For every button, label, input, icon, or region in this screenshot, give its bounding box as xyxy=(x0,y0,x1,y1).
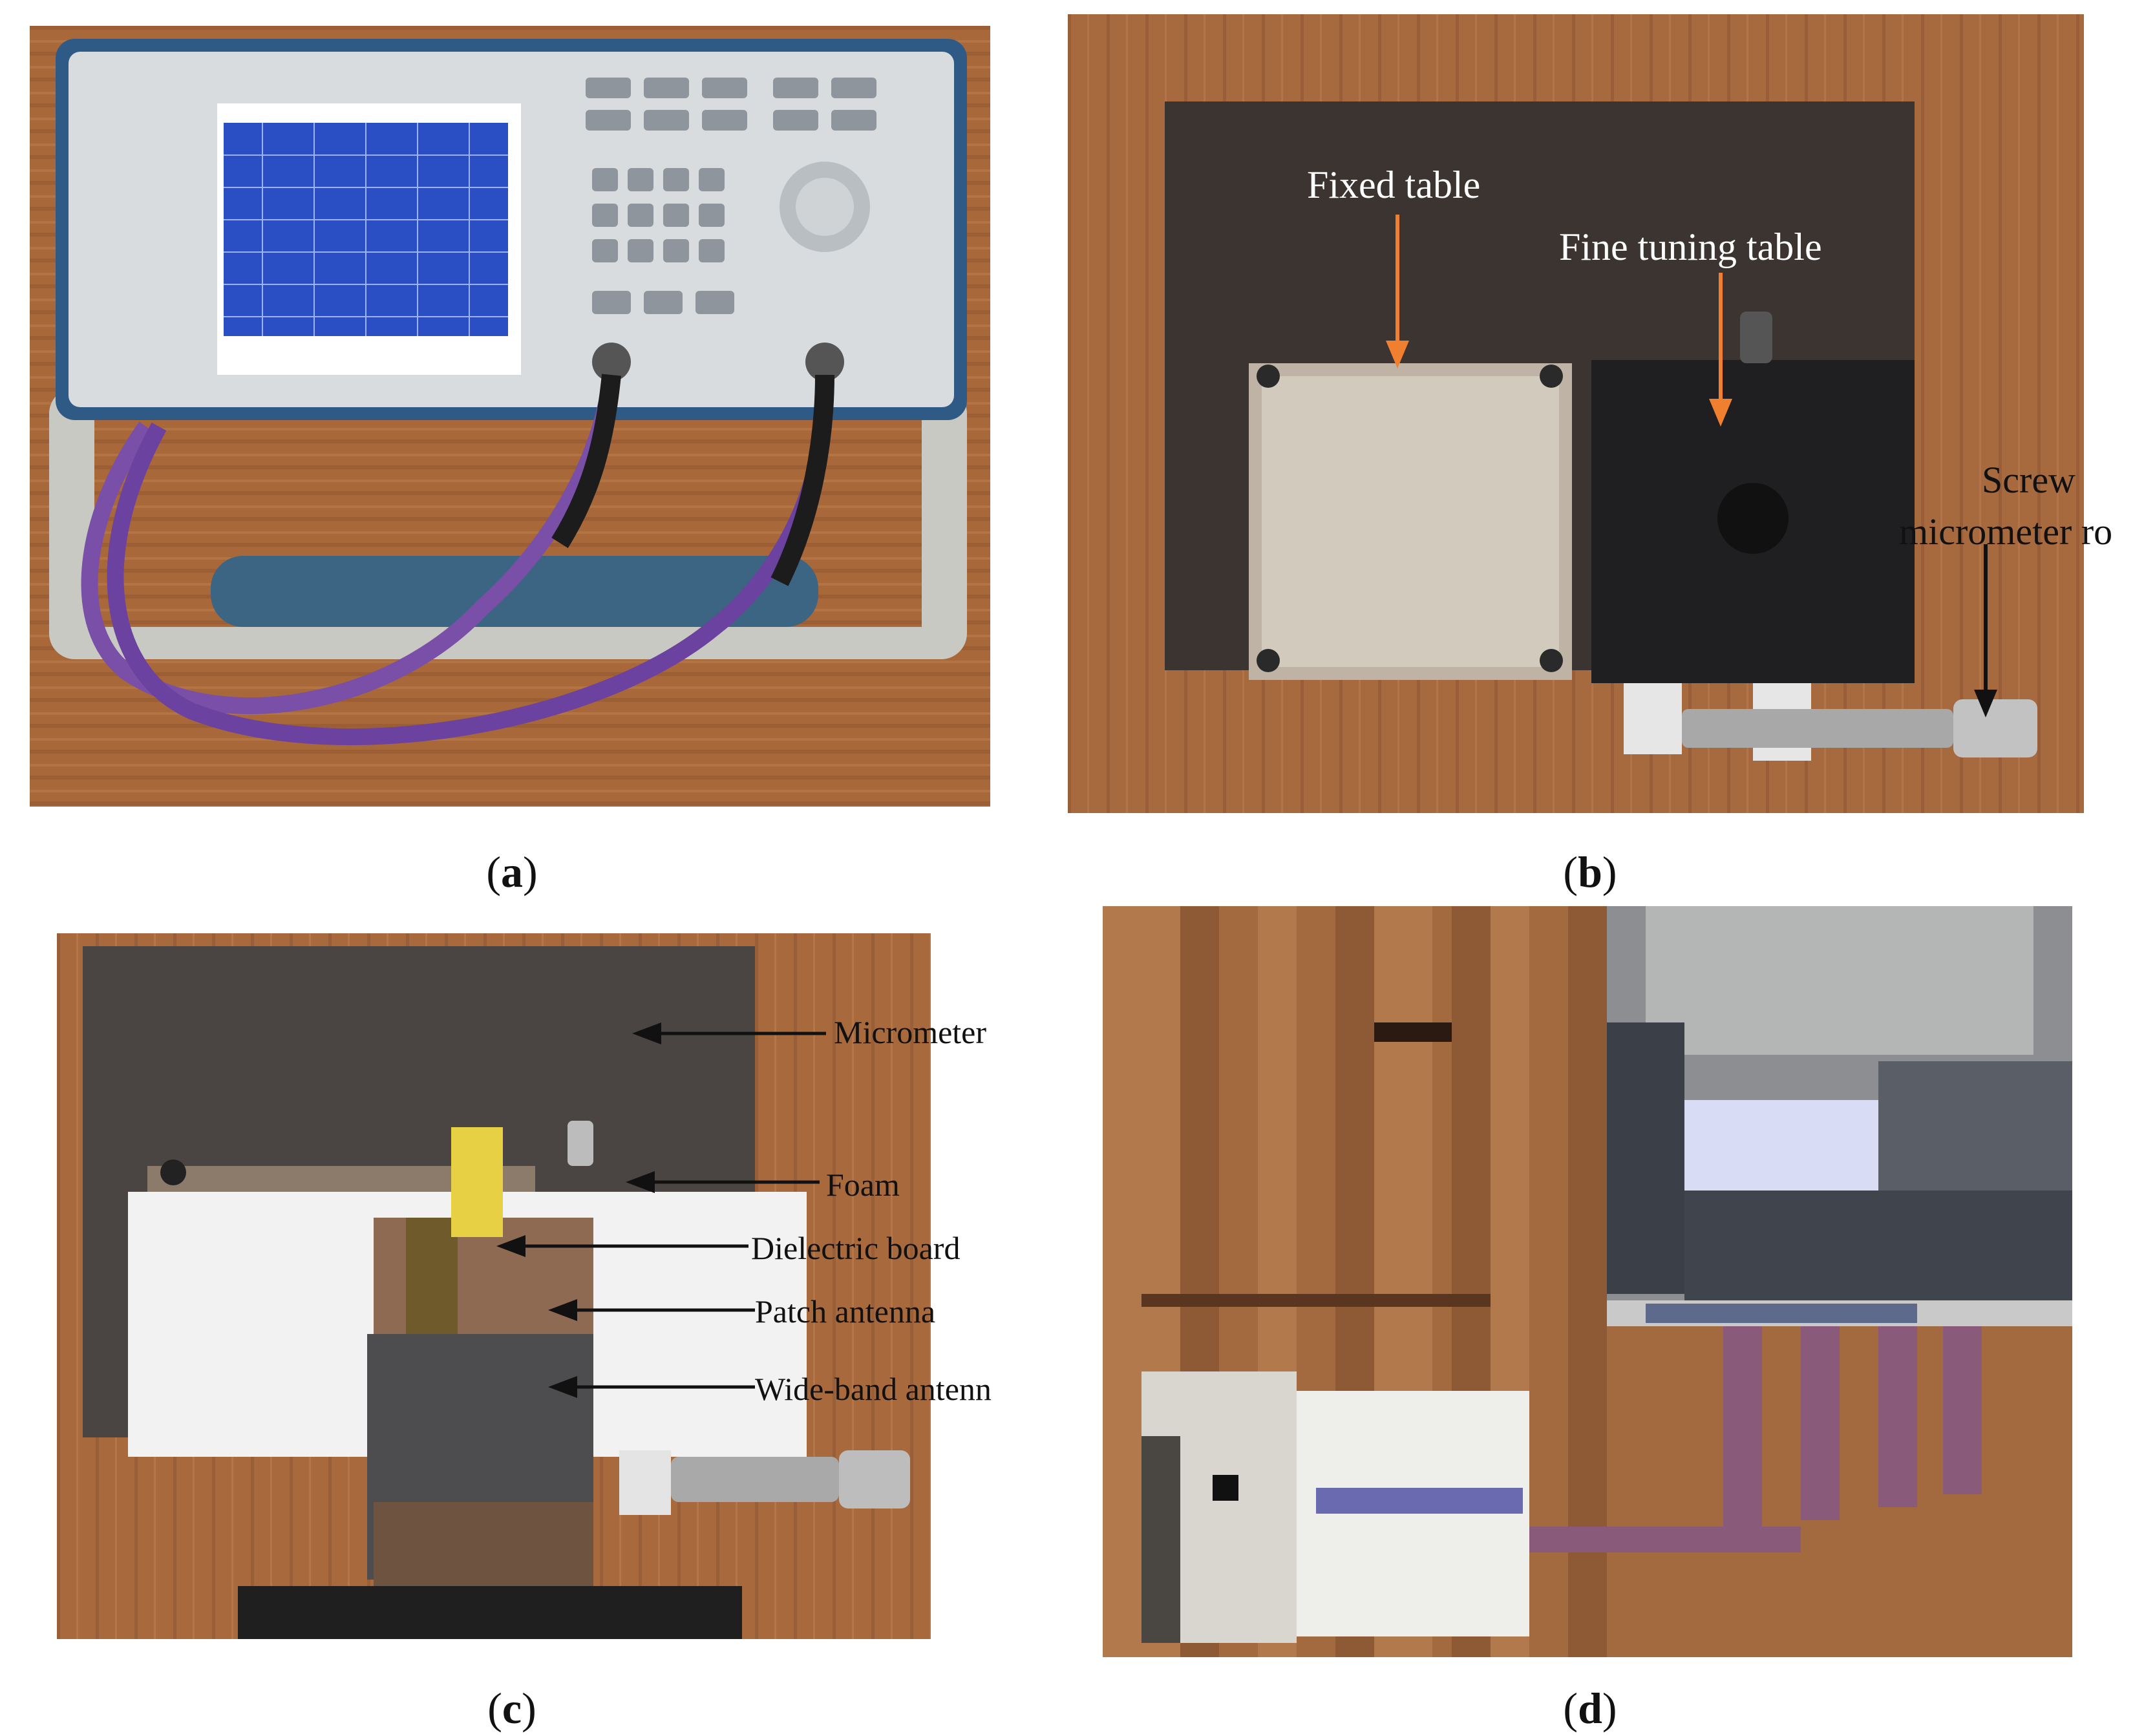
caption-b: (b) xyxy=(1563,847,1617,896)
label-fixed-table: Fixed table xyxy=(1307,164,1481,206)
photo-antenna-test-setup xyxy=(57,933,931,1639)
photo-pixelated-setup xyxy=(1103,906,2072,1657)
label-screw-micrometer: micrometer ro xyxy=(1899,511,2113,553)
label-screw: Screw xyxy=(1982,459,2075,501)
caption-c: (c) xyxy=(487,1684,536,1733)
label-foam: Foam xyxy=(826,1167,900,1203)
label-micrometer: Micrometer xyxy=(834,1014,987,1050)
caption-a: (a) xyxy=(486,847,538,896)
caption-d: (d) xyxy=(1563,1684,1617,1733)
photo-network-analyzer xyxy=(30,26,990,807)
label-patch-antenna: Patch antenna xyxy=(755,1293,936,1329)
label-wideband-antenna: Wide-band antenn xyxy=(755,1371,992,1407)
photo-fixed-and-fine-tuning-table xyxy=(1068,14,2084,813)
label-fine-tuning-table: Fine tuning table xyxy=(1559,226,1822,268)
label-dielectric-board: Dielectric board xyxy=(751,1230,961,1266)
